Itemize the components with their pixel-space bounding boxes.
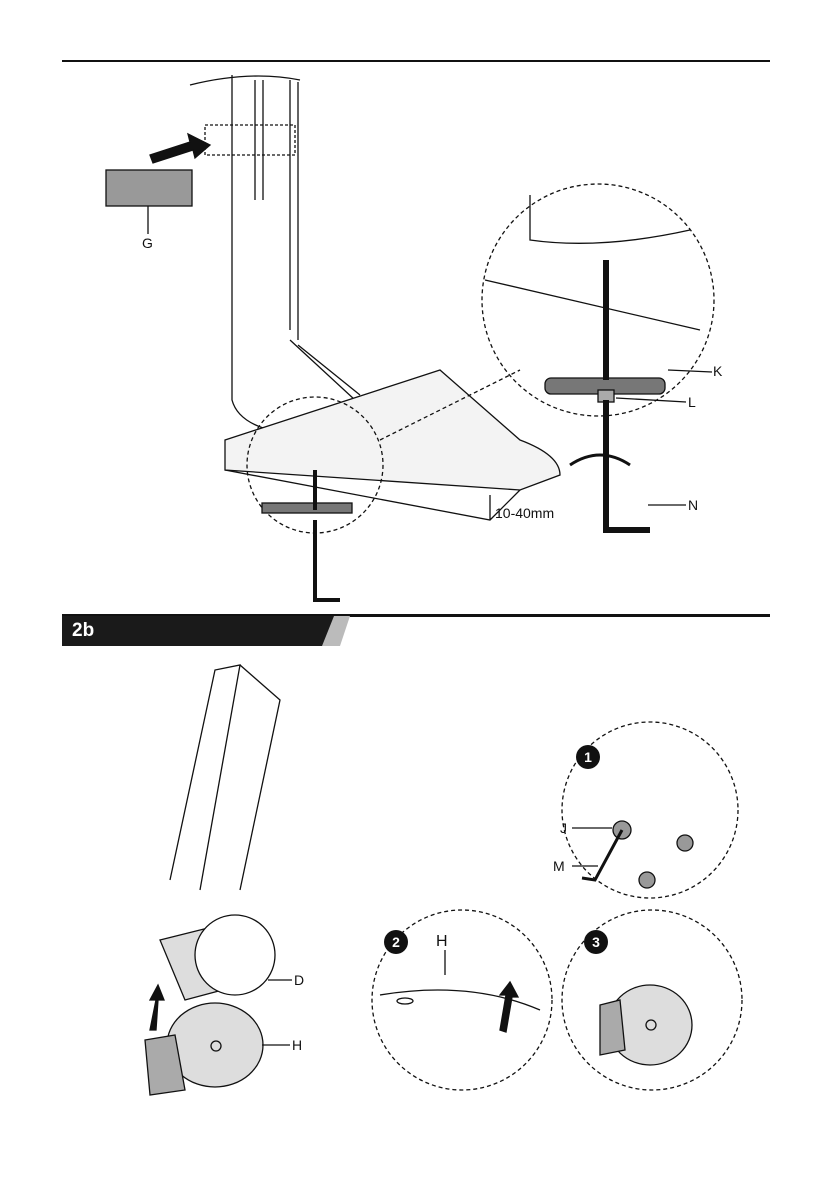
label-h: H <box>292 1037 303 1053</box>
pole-illustration <box>105 75 715 602</box>
top-rule <box>62 60 770 62</box>
mount-illustration <box>144 664 743 1096</box>
section-rule <box>62 614 770 617</box>
label-g: G <box>142 235 153 251</box>
label-k: K <box>713 363 723 379</box>
label-n: N <box>688 497 699 513</box>
step-3-badge: 3 <box>592 934 600 950</box>
label-m: M <box>553 858 565 874</box>
step-badges: 1 2 3 <box>384 745 608 954</box>
banner-stripe <box>322 616 350 646</box>
step-2-badge: 2 <box>392 934 400 950</box>
section-banner: 2b <box>62 616 334 646</box>
label-j: J <box>560 820 567 836</box>
label-l: L <box>688 394 696 410</box>
label-h-step2: H <box>436 933 448 950</box>
label-thickness: 10-40mm <box>495 505 555 521</box>
label-d: D <box>294 972 305 988</box>
step-1-badge: 1 <box>584 749 592 765</box>
